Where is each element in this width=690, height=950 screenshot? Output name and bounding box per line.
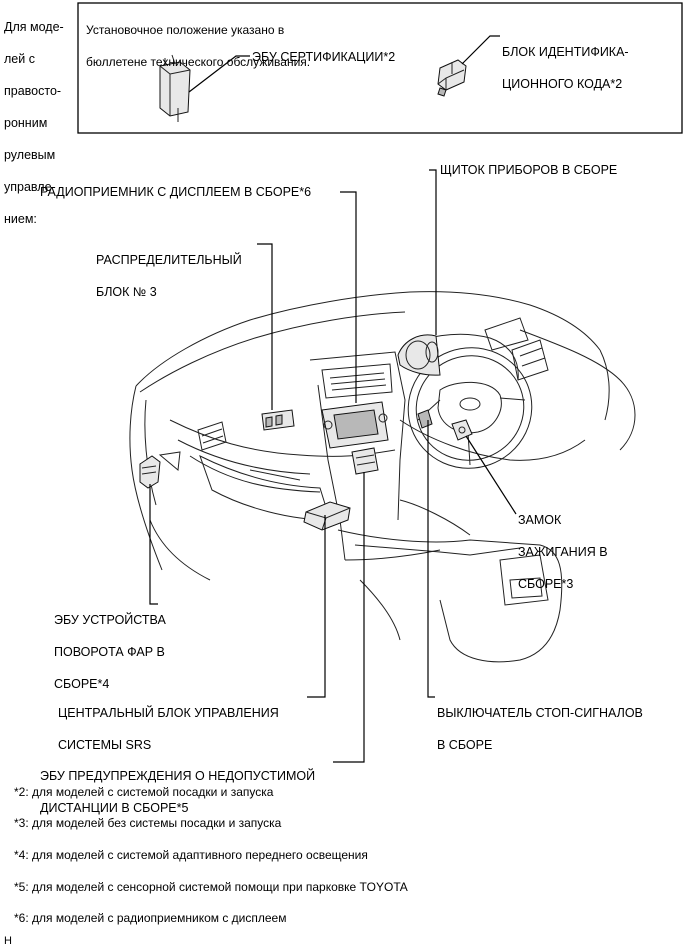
footnote: *2: для моделей с системой посадки и зап… xyxy=(14,785,274,799)
footnote: *5: для моделей с сенсорной системой пом… xyxy=(14,880,408,894)
junction-block-label: РАСПРЕДЕЛИТЕЛЬНЫЙ БЛОК № 3 xyxy=(96,236,242,316)
ignition-switch-label-line: ЗАЖИГАНИЯ В xyxy=(518,545,608,559)
radio-display-label: РАДИОПРИЕМНИК С ДИСПЛЕЕМ В СБОРЕ*6 xyxy=(40,185,312,199)
junction-block-label-line: РАСПРЕДЕЛИТЕЛЬНЫЙ xyxy=(96,253,242,267)
clearance-warning-ecu-label: ЭБУ ПРЕДУПРЕЖДЕНИЯ О НЕДОПУСТИМОЙ ДИСТАН… xyxy=(40,752,315,832)
headlamp-swivel-ecu-label-line: ПОВОРОТА ФАР В xyxy=(54,645,165,659)
stop-lamp-switch-label: ВЫКЛЮЧАТЕЛЬ СТОП-СИГНАЛОВ В СБОРЕ xyxy=(437,689,643,769)
stop-lamp-switch-label-line: ВЫКЛЮЧАТЕЛЬ СТОП-СИГНАЛОВ xyxy=(437,706,643,720)
dashboard-outline xyxy=(129,291,636,663)
ignition-switch-icon xyxy=(451,419,473,441)
srs-airbag-sensor-label-line: СИСТЕМЫ SRS xyxy=(58,738,152,752)
id-code-box-label-line: ЦИОННОГО КОДА*2 xyxy=(502,77,623,91)
id-code-box-leader xyxy=(461,35,500,65)
headlamp-swivel-ecu-label-line: ЭБУ УСТРОЙСТВА xyxy=(54,613,166,627)
id-code-box-label-line: БЛОК ИДЕНТИФИКА- xyxy=(502,45,629,59)
stop-lamp-switch-icon xyxy=(417,409,433,429)
rhd-side-note-line: Для моде- xyxy=(4,20,64,34)
combination-meter-icon xyxy=(397,334,441,376)
ignition-switch-label-line: ЗАМОК xyxy=(518,513,562,527)
rhd-side-note-line: правосто- xyxy=(4,84,62,98)
leader-lines xyxy=(149,169,517,763)
rhd-side-note-line: нием: xyxy=(4,212,37,226)
certification-ecu-label: ЭБУ СЕРТИФИКАЦИИ*2 xyxy=(252,50,396,64)
srs-airbag-sensor-label: ЦЕНТРАЛЬНЫЙ БЛОК УПРАВЛЕНИЯ СИСТЕМЫ SRS xyxy=(58,689,279,769)
clearance-warning-ecu-label-line: ДИСТАНЦИИ В СБОРЕ*5 xyxy=(40,801,189,815)
srs-airbag-sensor-icon xyxy=(303,501,351,531)
footnote: *6: для моделей с радиоприемником с дисп… xyxy=(14,911,287,925)
rhd-side-note: Для моде- лей с правосто- ронним рулевым… xyxy=(4,3,74,243)
junction-block-label-line: БЛОК № 3 xyxy=(96,285,157,299)
junction-block-icon xyxy=(261,409,295,431)
headlamp-swivel-ecu-label-line: СБОРЕ*4 xyxy=(54,677,110,691)
rhd-side-note-line: ронним xyxy=(4,116,48,130)
stop-lamp-switch-label-line: В СБОРЕ xyxy=(437,738,493,752)
certification-ecu-icon xyxy=(159,54,191,122)
certification-ecu-leader xyxy=(188,55,250,93)
footnote: *4: для моделей с системой адаптивного п… xyxy=(14,848,368,862)
srs-airbag-sensor-label-line: ЦЕНТРАЛЬНЫЙ БЛОК УПРАВЛЕНИЯ xyxy=(58,706,279,720)
inset-note: Установочное положение указано в бюллете… xyxy=(86,6,310,86)
ignition-switch-label: ЗАМОК ЗАЖИГАНИЯ В СБОРЕ*3 xyxy=(518,496,608,608)
rhd-side-note-line: рулевым xyxy=(4,148,56,162)
rhd-side-note-line: лей с xyxy=(4,52,35,66)
radio-display-icon xyxy=(321,401,389,449)
steering-wheel xyxy=(407,347,533,469)
inset-note-line: бюллетене технического обслуживания. xyxy=(86,55,311,69)
headlamp-swivel-ecu-icon xyxy=(139,455,161,489)
id-code-box-label: БЛОК ИДЕНТИФИКА- ЦИОННОГО КОДА*2 xyxy=(502,28,629,108)
ignition-switch-label-line: СБОРЕ*3 xyxy=(518,577,574,591)
clearance-warning-ecu-icon xyxy=(351,447,379,475)
footnote: *3: для моделей без системы посадки и за… xyxy=(14,816,282,830)
rhd-side-note-line: управле- xyxy=(4,180,56,194)
headlamp-swivel-ecu-label: ЭБУ УСТРОЙСТВА ПОВОРОТА ФАР В СБОРЕ*4 xyxy=(54,596,166,708)
combination-meter-label: ЩИТОК ПРИБОРОВ В СБОРЕ xyxy=(440,163,618,177)
clearance-warning-ecu-label-line: ЭБУ ПРЕДУПРЕЖДЕНИЯ О НЕДОПУСТИМОЙ xyxy=(40,769,316,783)
inset-frame xyxy=(77,2,683,134)
id-code-box-icon xyxy=(437,59,467,97)
figure-code: H xyxy=(4,935,12,947)
inset-note-line: Установочное положение указано в xyxy=(86,23,285,37)
